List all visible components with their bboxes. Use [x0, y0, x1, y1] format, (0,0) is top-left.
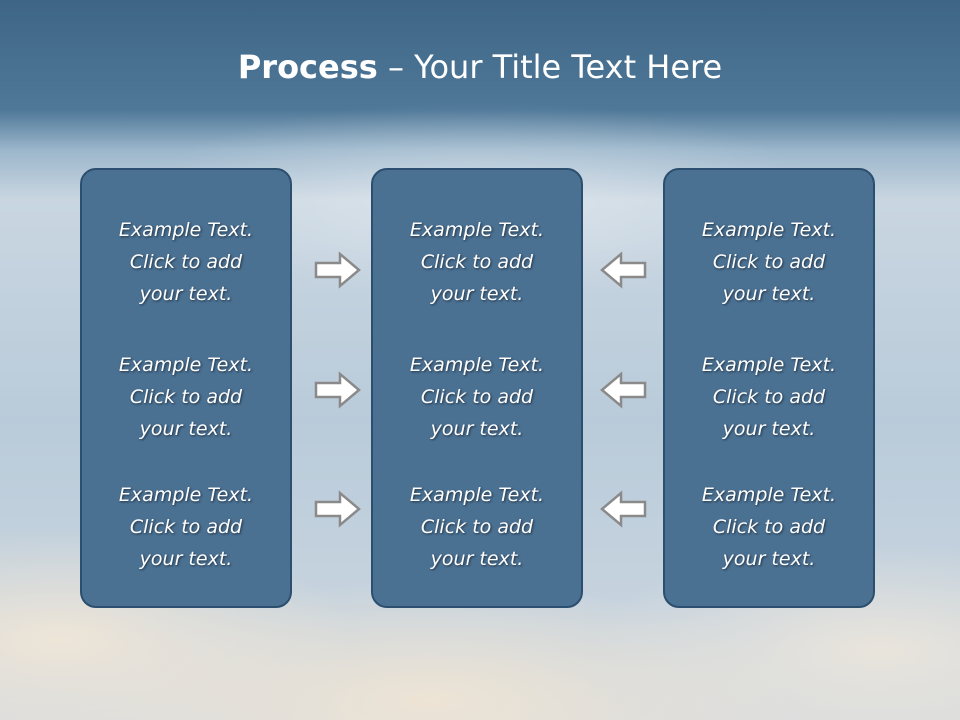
text-line: your text. [430, 548, 524, 570]
arrow-left-icon [600, 490, 647, 528]
text-line: Example Text. [118, 484, 254, 506]
panel-middle: Example Text. Click to add your text. Ex… [371, 168, 583, 608]
text-line: Click to add [712, 251, 826, 273]
text-line: Click to add [420, 386, 534, 408]
text-line: Click to add [129, 251, 243, 273]
text-line: Click to add [420, 516, 534, 538]
text-block[interactable]: Example Text. Click to add your text. [373, 479, 581, 575]
text-line: Example Text. [409, 219, 545, 241]
arrow-right-icon [314, 371, 361, 409]
text-line: Example Text. [701, 219, 837, 241]
text-block[interactable]: Example Text. Click to add your text. [82, 479, 290, 575]
text-line: Example Text. [409, 354, 545, 376]
arrow-right-icon [314, 490, 361, 528]
text-line: your text. [139, 283, 233, 305]
text-line: Example Text. [118, 219, 254, 241]
text-line: Click to add [712, 516, 826, 538]
text-block[interactable]: Example Text. Click to add your text. [665, 214, 873, 310]
text-line: Click to add [129, 386, 243, 408]
panel-right: Example Text. Click to add your text. Ex… [663, 168, 875, 608]
text-block[interactable]: Example Text. Click to add your text. [82, 349, 290, 445]
text-line: Click to add [420, 251, 534, 273]
text-line: Example Text. [409, 484, 545, 506]
title-rest: – Your Title Text Here [377, 48, 723, 86]
text-line: your text. [139, 418, 233, 440]
text-line: your text. [139, 548, 233, 570]
text-line: Example Text. [701, 354, 837, 376]
text-block[interactable]: Example Text. Click to add your text. [665, 349, 873, 445]
slide-title: Process – Your Title Text Here [0, 48, 960, 86]
text-block[interactable]: Example Text. Click to add your text. [82, 214, 290, 310]
text-line: your text. [722, 548, 816, 570]
arrow-left-icon [600, 371, 647, 409]
text-line: your text. [722, 418, 816, 440]
panel-left: Example Text. Click to add your text. Ex… [80, 168, 292, 608]
text-line: your text. [430, 283, 524, 305]
text-line: Example Text. [701, 484, 837, 506]
text-line: your text. [430, 418, 524, 440]
text-block[interactable]: Example Text. Click to add your text. [665, 479, 873, 575]
arrow-left-icon [600, 251, 647, 289]
text-line: your text. [722, 283, 816, 305]
arrow-right-icon [314, 251, 361, 289]
text-block[interactable]: Example Text. Click to add your text. [373, 349, 581, 445]
text-line: Example Text. [118, 354, 254, 376]
title-bold: Process [237, 48, 378, 86]
text-line: Click to add [712, 386, 826, 408]
text-line: Click to add [129, 516, 243, 538]
text-block[interactable]: Example Text. Click to add your text. [373, 214, 581, 310]
